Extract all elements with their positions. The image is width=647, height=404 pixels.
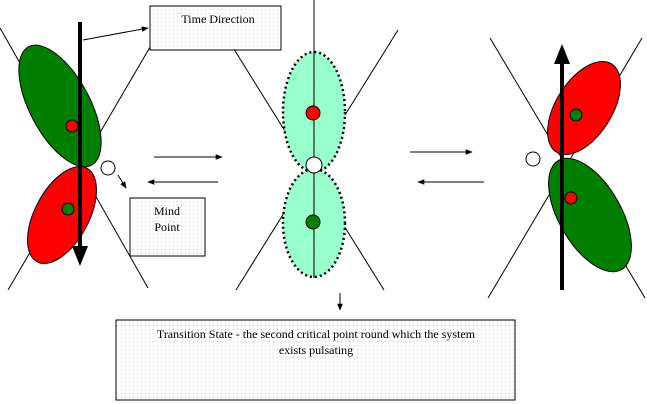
mind-point-box: [129, 197, 206, 257]
mind-point-label-line2: Point: [154, 220, 180, 234]
right-open-circle: [525, 151, 541, 167]
transition-state-label-line2: exists pulsating: [279, 343, 353, 357]
middle-green-dot: [305, 214, 321, 230]
mind-point-callout: Mind Point: [129, 197, 206, 257]
transition-state-box: [115, 319, 516, 401]
right-time-arrowhead: [554, 44, 570, 64]
right-green-lobe: [548, 157, 632, 273]
middle-critical-point: [305, 156, 323, 174]
left-green-lobe: [18, 44, 102, 168]
time-direction-leader: [82, 26, 149, 41]
left-green-dot: [61, 202, 75, 216]
right-configuration: [487, 37, 646, 299]
middle-red-dot: [305, 105, 321, 121]
middle-configuration: [221, 0, 399, 311]
mind-point-label-line1: Mind: [154, 204, 180, 218]
right-red-lobe: [547, 60, 621, 156]
transition-state-label-line1: Transition State - the second critical p…: [157, 327, 476, 341]
left-configuration: [0, 22, 161, 291]
time-direction-label: Time Direction: [181, 12, 254, 26]
transition-state-callout: Transition State - the second critical p…: [115, 319, 516, 401]
time-direction-callout: Time Direction: [149, 5, 282, 51]
right-green-dot: [569, 108, 583, 122]
left-time-arrowhead: [72, 246, 88, 266]
mind-point-circle: [100, 160, 116, 176]
time-direction-box: [149, 5, 282, 51]
mind-point-leader: [117, 174, 127, 189]
left-red-dot: [65, 119, 79, 133]
right-red-dot: [564, 191, 578, 205]
